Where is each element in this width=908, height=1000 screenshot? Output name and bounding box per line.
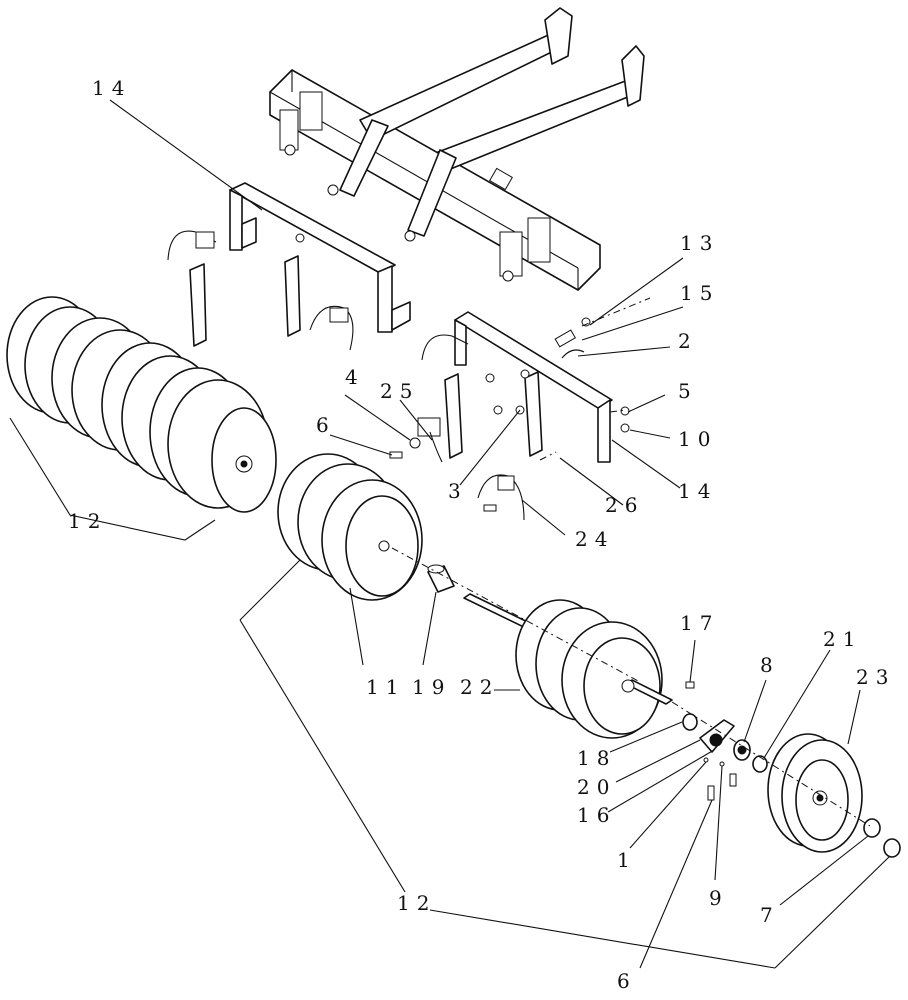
right-subframe bbox=[389, 311, 630, 521]
single-wheel-23 bbox=[767, 733, 863, 853]
center-lines bbox=[391, 297, 871, 827]
label-12-bottom: 12 bbox=[397, 891, 436, 915]
label-17: 17 bbox=[680, 611, 719, 635]
left-wheel-gang bbox=[6, 296, 277, 513]
label-6-bottom: 6 bbox=[617, 969, 637, 993]
center-wheel-pair bbox=[277, 453, 423, 601]
label-13: 13 bbox=[680, 231, 719, 255]
label-11: 11 bbox=[366, 675, 405, 699]
left-subframe bbox=[167, 182, 411, 351]
label-14-top: 14 bbox=[92, 76, 131, 100]
label-4: 4 bbox=[345, 365, 365, 389]
label-1: 1 bbox=[617, 848, 637, 872]
label-3: 3 bbox=[448, 479, 468, 503]
label-8: 8 bbox=[760, 653, 780, 677]
spacer-19 bbox=[427, 564, 455, 593]
label-2: 2 bbox=[678, 329, 698, 353]
nuts-7 bbox=[863, 818, 901, 858]
callout-labels: 14 13 15 2 4 25 5 6 10 14 3 26 12 24 17 … bbox=[68, 76, 895, 993]
label-14-right: 14 bbox=[678, 479, 717, 503]
label-26: 26 bbox=[605, 493, 644, 517]
label-16: 16 bbox=[577, 803, 616, 827]
label-24: 24 bbox=[575, 527, 614, 551]
label-10: 10 bbox=[678, 427, 717, 451]
label-20: 20 bbox=[577, 775, 616, 799]
label-7: 7 bbox=[760, 903, 780, 927]
axle-and-wheel-pair bbox=[463, 593, 673, 739]
label-9: 9 bbox=[709, 886, 729, 910]
label-15: 15 bbox=[680, 281, 719, 305]
label-18: 18 bbox=[577, 746, 616, 770]
label-12-left: 12 bbox=[68, 509, 107, 533]
label-22: 22 bbox=[460, 675, 499, 699]
label-19: 19 bbox=[412, 675, 451, 699]
leader-lines bbox=[9, 99, 891, 969]
label-21: 21 bbox=[823, 627, 862, 651]
label-5: 5 bbox=[678, 379, 698, 403]
hub-hardware bbox=[682, 681, 768, 801]
hitch-frame bbox=[269, 7, 645, 291]
label-6-left: 6 bbox=[316, 413, 336, 437]
label-25: 25 bbox=[380, 379, 419, 403]
label-23: 23 bbox=[856, 665, 895, 689]
